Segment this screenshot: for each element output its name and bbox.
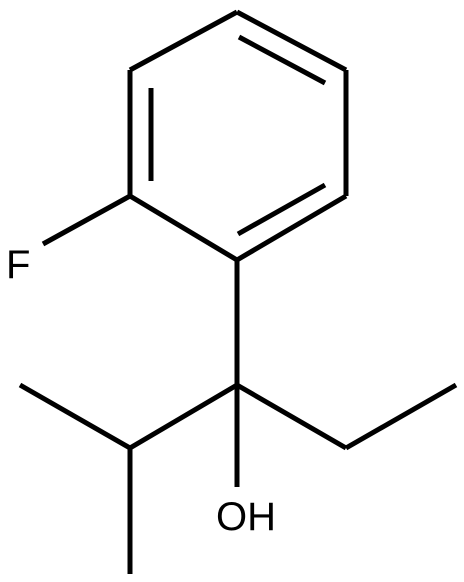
ring-bond-top-left bbox=[128, 9, 239, 73]
isopropyl-bond-2 bbox=[18, 382, 132, 451]
ring-bond-bottom-left bbox=[128, 193, 239, 263]
ethyl-bond-2 bbox=[344, 382, 458, 451]
ring-double-bond-top bbox=[237, 34, 327, 86]
ring-bond-bottom-right bbox=[235, 193, 348, 263]
isopropyl-bond-1 bbox=[128, 382, 239, 451]
benzene-ring bbox=[127, 9, 349, 263]
ring-bond-top-right bbox=[235, 9, 348, 73]
fluorine-label: F bbox=[6, 243, 30, 287]
ring-double-bond-bottom bbox=[236, 182, 327, 237]
hydroxyl-label: OH bbox=[216, 495, 276, 539]
ethyl-bond-1 bbox=[235, 382, 348, 451]
fluorine-bond bbox=[41, 193, 132, 247]
